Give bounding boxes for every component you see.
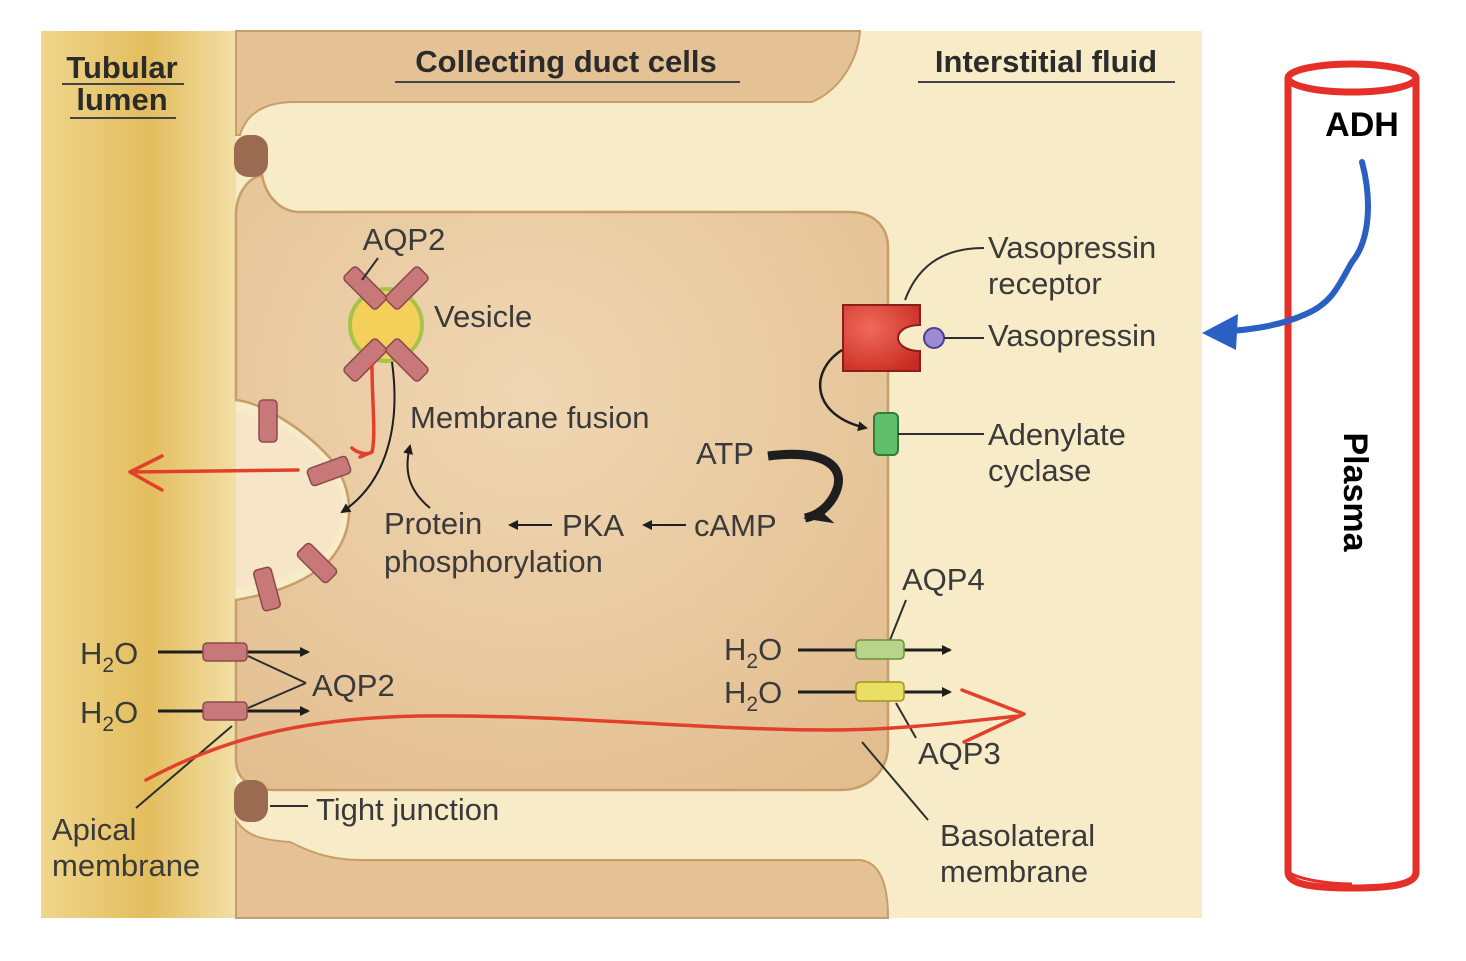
aqp2-apical-channel-2 bbox=[202, 701, 248, 721]
adenylate-label-line1: Adenylate bbox=[988, 417, 1126, 452]
aqp2-bottom-label: AQP2 bbox=[312, 668, 395, 703]
aqp2-channel-middle bbox=[306, 455, 352, 487]
phosphorylation-to-fusion-arrow bbox=[403, 444, 431, 509]
aqp2-bottom-leader-1 bbox=[247, 655, 307, 684]
tight-junction-top bbox=[234, 135, 268, 177]
receptor-to-adenylate-arrow bbox=[818, 348, 868, 432]
aqp3-channel bbox=[855, 681, 905, 702]
aqp4-label: AQP4 bbox=[902, 562, 985, 597]
apical-leader bbox=[135, 725, 233, 809]
aqp2-top-leader bbox=[361, 257, 379, 281]
receptor-label-line1: Vasopressin bbox=[988, 230, 1156, 265]
protein-label: Protein bbox=[384, 506, 482, 541]
receptor-label-line2: receptor bbox=[988, 266, 1102, 301]
pka-label: PKA bbox=[562, 508, 624, 543]
tubular-lumen-header-line2: lumen bbox=[76, 82, 167, 117]
tubular-lumen-strip bbox=[41, 31, 236, 918]
blue-adh-arrow bbox=[1215, 159, 1371, 335]
h2o-basolateral-label-2: H2O bbox=[724, 675, 782, 716]
camp-label: cAMP bbox=[694, 508, 777, 543]
tight-junction-bottom bbox=[234, 780, 268, 822]
aqp2-top-label: AQP2 bbox=[363, 222, 446, 257]
aqp2-channel-upper bbox=[258, 399, 278, 443]
basolateral-label-line2: membrane bbox=[940, 854, 1088, 889]
tight-junction-label: Tight junction bbox=[316, 792, 499, 827]
adh-label: ADH bbox=[1325, 106, 1399, 144]
basolateral-label-line1: Basolateral bbox=[940, 818, 1095, 853]
aqp2-apical-channel-1 bbox=[202, 642, 248, 662]
apical-label-line1: Apical bbox=[52, 812, 136, 847]
adenylate-label-line2: cyclase bbox=[988, 453, 1091, 488]
aqp2-channel-lower-left bbox=[253, 566, 281, 612]
h2o-apical-label-2: H2O bbox=[80, 695, 138, 736]
red-vesicle-path-arrow bbox=[350, 364, 376, 459]
h2o-apical-label-1: H2O bbox=[80, 636, 138, 677]
blue-adh-arrowhead bbox=[1202, 314, 1238, 350]
membrane-pocket bbox=[236, 412, 343, 588]
atp-label: ATP bbox=[696, 436, 754, 471]
basolateral-leader bbox=[861, 741, 929, 821]
phosphorylation-label: phosphorylation bbox=[384, 544, 603, 579]
tubular-lumen-header-line1: Tubular bbox=[66, 50, 177, 85]
interstitial-header: Interstitial fluid bbox=[935, 44, 1157, 79]
vesicle-to-membrane-arrow bbox=[340, 361, 396, 514]
vesicle bbox=[343, 266, 429, 382]
plasma-label: Plasma bbox=[1336, 432, 1374, 552]
atp-to-camp-arrow bbox=[767, 449, 843, 524]
aqp4-leader bbox=[889, 599, 907, 641]
collecting-duct-header: Collecting duct cells bbox=[415, 44, 716, 79]
vasopressin-molecule bbox=[923, 327, 945, 349]
h2o-basolateral-label-1: H2O bbox=[724, 632, 782, 673]
aqp4-channel bbox=[855, 639, 905, 660]
membrane-fusion-label: Membrane fusion bbox=[410, 400, 650, 435]
aqp2-channel-lower-right bbox=[296, 542, 338, 584]
aqp2-bottom-leader-2 bbox=[247, 682, 307, 709]
apical-label-line2: membrane bbox=[52, 848, 200, 883]
bottom-cell bbox=[235, 816, 890, 919]
vasopressin-label: Vasopressin bbox=[988, 318, 1156, 353]
red-lumen-arrow bbox=[128, 454, 300, 492]
vasopressin-receptor bbox=[842, 304, 921, 372]
adenylate-cyclase bbox=[873, 412, 899, 456]
aqp3-label: AQP3 bbox=[918, 736, 1001, 771]
vesicle-label: Vesicle bbox=[434, 299, 532, 334]
red-transcellular-arrow bbox=[144, 688, 1026, 782]
aqp3-leader bbox=[895, 702, 917, 739]
receptor-leader bbox=[904, 247, 985, 301]
plasma-vessel bbox=[1284, 60, 1420, 892]
